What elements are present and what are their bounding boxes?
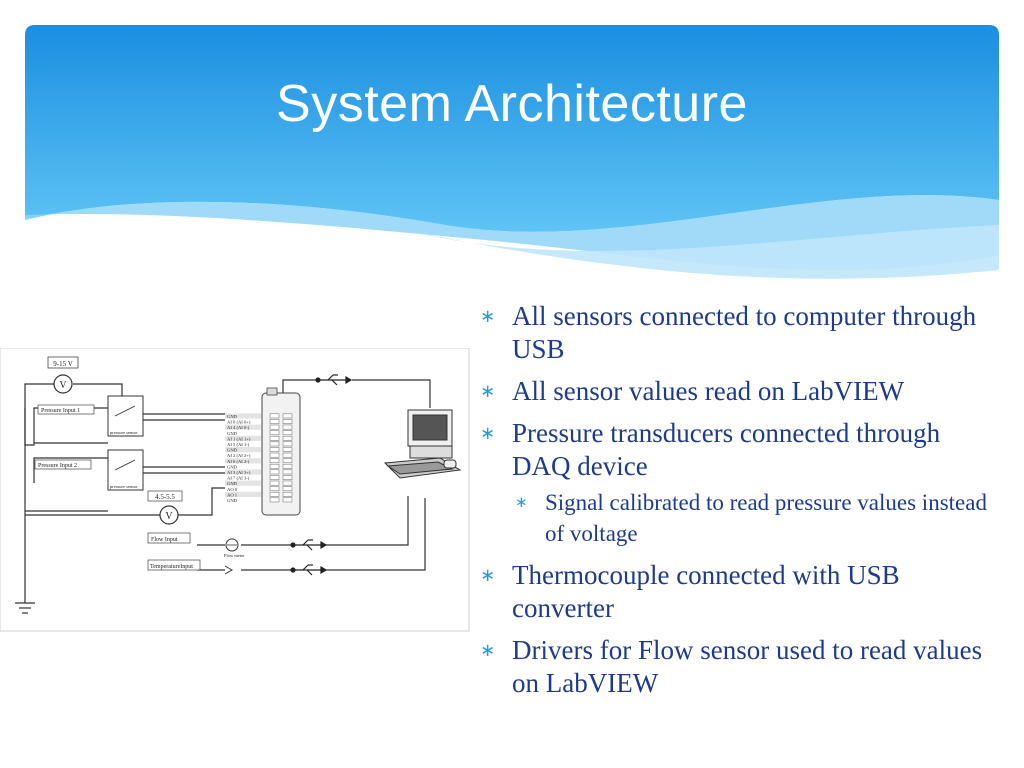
svg-text:Flow meter: Flow meter xyxy=(224,553,245,558)
voltmeter-2-icon: V xyxy=(159,505,179,525)
bullet-text: All sensors connected to computer throug… xyxy=(512,301,977,364)
bullet-item: ∗ All sensor values read on LabVIEW xyxy=(478,375,998,408)
daq-pin-label: AO 0 xyxy=(227,487,238,492)
header-background xyxy=(25,25,999,232)
supply-label-box: 9-15 V xyxy=(47,356,79,369)
bullet-item: ∗ Thermocouple connected with USB convert… xyxy=(478,559,998,625)
wiring-diagram: 9-15 V V Pressure Input 1 pressure senso… xyxy=(0,348,470,632)
voltmeter-icon: V xyxy=(53,374,73,394)
bullet-item: ∗ All sensors connected to computer throu… xyxy=(478,300,998,366)
daq-pin-label: AO 1 xyxy=(227,492,238,497)
sub-bullet-item: ∗ Signal calibrated to read pressure valu… xyxy=(478,487,998,549)
daq-device-icon xyxy=(261,387,301,516)
svg-text:V: V xyxy=(59,380,67,391)
flow-meter-icon: Flow meter xyxy=(224,538,245,558)
flow-supply-label: 4.5-5.5 xyxy=(155,493,175,501)
svg-text:pressure sensor: pressure sensor xyxy=(110,430,138,435)
daq-pin-label: GND xyxy=(227,464,238,469)
bullet-marker-icon: ∗ xyxy=(480,565,496,586)
daq-pin-label: GND xyxy=(227,498,238,503)
daq-pin-label: AI 3 (AI 3+) xyxy=(227,470,251,475)
daq-pin-label: GND xyxy=(227,481,238,486)
daq-pin-label: AI 6 (AI 2-) xyxy=(227,459,250,464)
usb-icon xyxy=(290,539,328,551)
flow-input-label: Flow Input xyxy=(151,537,178,543)
daq-pin-label: GND xyxy=(227,431,238,436)
bullet-marker-icon: ∗ xyxy=(480,306,496,327)
svg-text:V: V xyxy=(165,511,173,522)
pressure-sensor-2-icon: pressure sensor xyxy=(107,449,144,491)
bullet-item: ∗ Drivers for Flow sensor used to read va… xyxy=(478,634,998,700)
usb-icon xyxy=(315,374,353,386)
header-wave-pale xyxy=(405,225,999,279)
daq-pin-label: GND xyxy=(227,414,238,419)
daq-pin-label: AI 1 (AI 1+) xyxy=(227,436,251,441)
usb-icon xyxy=(290,564,328,576)
thermocouple-icon xyxy=(224,565,234,575)
supply-label: 9-15 V xyxy=(53,360,73,368)
daq-pin-label: AI 2 (AI 2+) xyxy=(227,453,251,458)
pressure-sensor-1-icon: pressure sensor xyxy=(107,395,144,437)
pressure-input-1-label: Pressure Input 1 xyxy=(41,408,80,414)
daq-pin-label: AI 5 (AI 1-) xyxy=(227,442,250,447)
bullet-marker-icon: ∗ xyxy=(515,493,528,511)
bullet-item: ∗ Pressure transducers connected through … xyxy=(478,417,998,483)
daq-pin-label: AI 0 (AI 0+) xyxy=(227,420,251,425)
slide-title: System Architecture xyxy=(276,75,748,133)
daq-pin-label: AI 7 (AI 3-) xyxy=(227,476,250,481)
daq-pin-label: GND xyxy=(227,448,238,453)
bullet-text: Pressure transducers connected through D… xyxy=(512,418,941,481)
pressure-input-2-label: Pressure Input 2 xyxy=(38,463,77,469)
bullet-marker-icon: ∗ xyxy=(480,640,496,661)
svg-text:pressure sensor: pressure sensor xyxy=(110,484,138,489)
bullet-text: All sensor values read on LabVIEW xyxy=(512,376,905,406)
daq-pin-label: AI 4 (AI 0-) xyxy=(227,425,250,430)
bullet-text: Thermocouple connected with USB converte… xyxy=(512,560,900,623)
bullet-text: Signal calibrated to read pressure value… xyxy=(545,490,987,546)
bullet-list: ∗ All sensors connected to computer throu… xyxy=(478,300,998,709)
header-banner xyxy=(25,25,999,279)
bullet-marker-icon: ∗ xyxy=(480,381,496,402)
bullet-marker-icon: ∗ xyxy=(480,423,496,444)
bullet-text: Drivers for Flow sensor used to read val… xyxy=(512,635,983,698)
temperature-input-label: TemperatureInput xyxy=(150,564,193,570)
computer-icon xyxy=(383,409,462,479)
